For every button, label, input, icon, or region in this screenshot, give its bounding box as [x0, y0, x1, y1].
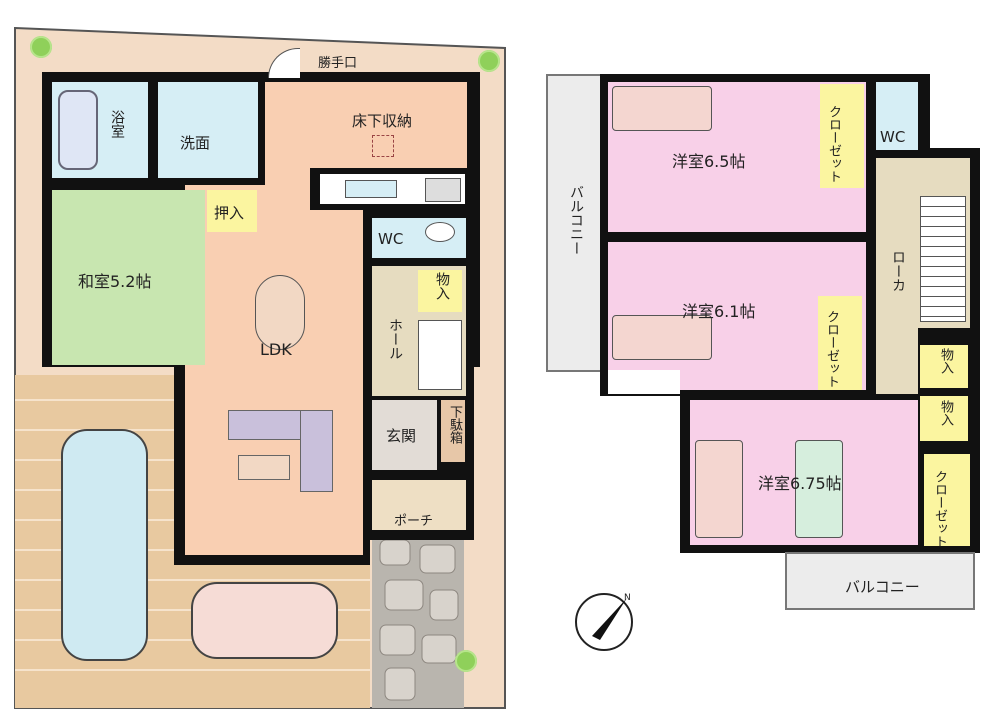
entrance [372, 400, 437, 470]
tree-icon [478, 50, 500, 72]
storage-1 [920, 345, 968, 388]
wc-2 [876, 82, 918, 150]
shoe-box-label: 下駄箱 [447, 405, 462, 444]
closet-1-label: クローゼット [826, 105, 841, 183]
ldk-label: LDK [260, 340, 292, 359]
washroom [158, 82, 258, 178]
shoe-box [441, 400, 465, 462]
storage-1-label: 物入 [938, 348, 953, 374]
entrance-label: 玄関 [386, 427, 417, 445]
closet-1 [820, 84, 864, 188]
sink-icon [345, 180, 397, 198]
back-door-label: 勝手口 [318, 56, 358, 71]
storage-label: 物入 [434, 272, 450, 300]
wc-label: WC [378, 230, 404, 248]
bed-icon [695, 440, 743, 538]
hatch-icon [372, 135, 394, 157]
porch [372, 480, 466, 530]
bed-icon [612, 86, 712, 131]
closet-3-label: クローゼット [932, 470, 947, 548]
bath-label: 浴室 [109, 110, 125, 138]
hall-label: ホール [387, 318, 403, 360]
porch-label: ポーチ [394, 514, 434, 529]
room-1-label: 洋室6.5帖 [672, 152, 746, 171]
bed-icon [795, 440, 843, 538]
stairs-icon [920, 196, 966, 322]
car-icon [191, 582, 338, 659]
closet-2 [818, 296, 862, 390]
underfloor-storage-label: 床下収納 [352, 112, 413, 130]
ldk [185, 185, 363, 555]
bathtub-icon [58, 90, 98, 170]
car-icon [61, 429, 148, 661]
closet-3 [924, 454, 970, 546]
oshiire-label: 押入 [214, 204, 245, 222]
north-label: N [624, 593, 631, 603]
corridor [876, 158, 918, 394]
balcony-bottom-label: バルコニー [845, 578, 920, 596]
balcony-bottom [785, 552, 975, 610]
washroom-label: 洗面 [180, 134, 211, 152]
room-3-label: 洋室6.75帖 [758, 474, 842, 493]
storage [418, 270, 462, 312]
corridor-label: ローカ [890, 250, 906, 292]
stairs-icon [418, 320, 462, 390]
storage-2 [920, 396, 968, 441]
storage-2-label: 物入 [938, 400, 953, 426]
compass-icon: N [575, 593, 633, 651]
closet-2-label: クローゼット [824, 310, 839, 388]
tree-icon [455, 650, 477, 672]
coffee-table-icon [238, 455, 290, 480]
toilet-icon [425, 222, 455, 242]
tree-icon [30, 36, 52, 58]
oshiire [207, 190, 257, 232]
wc-2-label: WC [880, 128, 906, 146]
bed-icon [612, 315, 712, 360]
balcony-left-label: バルコニー [568, 185, 584, 255]
japanese-room [52, 190, 205, 365]
stove-icon [425, 178, 461, 202]
japanese-room-label: 和室5.2帖 [78, 272, 152, 291]
room-2-label: 洋室6.1帖 [682, 302, 756, 321]
dining-table-icon [255, 275, 305, 350]
